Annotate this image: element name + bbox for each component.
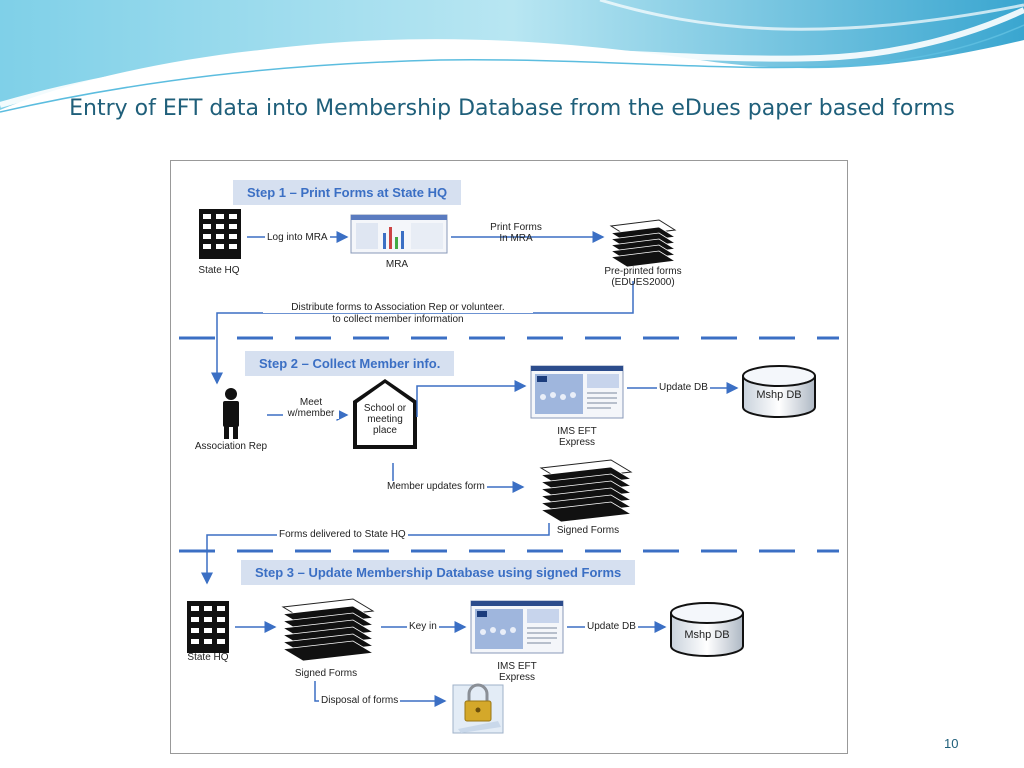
edge-label-update-db: Update DB bbox=[585, 621, 638, 632]
mshp-db-label: Mshp DB bbox=[684, 629, 730, 641]
database-cylinder-icon bbox=[670, 602, 744, 657]
edge-label-print-forms: Print Forms bbox=[490, 222, 542, 233]
page-number: 10 bbox=[944, 736, 959, 751]
building-icon bbox=[187, 601, 229, 653]
house-icon bbox=[353, 379, 417, 449]
arrow-distribute-forms bbox=[211, 281, 634, 385]
mra-label: MRA bbox=[385, 259, 409, 270]
wave-banner bbox=[0, 0, 1024, 113]
padlock-icon bbox=[452, 683, 504, 734]
edge-label-distribute: Distribute forms to Association Rep or v… bbox=[263, 302, 533, 313]
paper-stack-icon bbox=[609, 219, 677, 268]
edues2000-label: (EDUES2000) bbox=[611, 277, 675, 288]
step-1-header: Step 1 – Print Forms at State HQ bbox=[233, 180, 462, 205]
arrow-to-ims-eft bbox=[416, 380, 527, 417]
signed-forms-label: Signed Forms bbox=[556, 525, 620, 536]
mshp-db-label: Mshp DB bbox=[756, 389, 802, 401]
building-icon bbox=[199, 209, 241, 259]
step-3-header: Step 3 – Update Membership Database usin… bbox=[241, 560, 636, 585]
slide-title: Entry of EFT data into Membership Databa… bbox=[69, 96, 955, 121]
ims-eft-label-line2: Express bbox=[558, 437, 596, 448]
edge-label-member-updates: Member updates form bbox=[385, 481, 487, 492]
ims-eft-label-line1: IMS EFT bbox=[497, 661, 537, 672]
edge-label-key-in: Key in bbox=[407, 621, 439, 632]
edge-label-in-mra: In MRA bbox=[499, 233, 533, 244]
arrow-disposal bbox=[314, 681, 447, 707]
state-hq-label: State HQ bbox=[187, 652, 229, 663]
mra-screenshot-thumbnail bbox=[350, 214, 448, 254]
school-label-line3: place bbox=[373, 425, 397, 436]
paper-stack-icon bbox=[539, 459, 633, 523]
edge-label-log-into-mra: Log into MRA bbox=[265, 232, 330, 243]
edge-label-update-db: Update DB bbox=[657, 382, 710, 393]
edge-label-meet: Meet bbox=[299, 397, 323, 408]
school-label-line1: School or bbox=[363, 403, 407, 414]
database-cylinder-icon bbox=[742, 365, 816, 418]
state-hq-label: State HQ bbox=[198, 265, 240, 276]
ims-eft-label-line1: IMS EFT bbox=[557, 426, 597, 437]
process-diagram: Step 1 – Print Forms at State HQ Step 2 … bbox=[170, 160, 848, 754]
step-2-header: Step 2 – Collect Member info. bbox=[245, 351, 455, 376]
ims-eft-screenshot-thumbnail bbox=[530, 365, 624, 419]
edge-label-with-member: w/member bbox=[283, 408, 339, 419]
edge-label-forms-delivered: Forms delivered to State HQ bbox=[277, 529, 408, 540]
ims-eft-screenshot-thumbnail bbox=[470, 600, 564, 654]
edge-label-disposal: Disposal of forms bbox=[319, 695, 401, 706]
association-rep-label: Association Rep bbox=[194, 441, 268, 452]
ims-eft-label-line2: Express bbox=[498, 672, 536, 683]
edge-label-collect-info: to collect member information bbox=[263, 314, 533, 325]
person-icon bbox=[223, 388, 239, 439]
school-label-line2: meeting bbox=[367, 414, 403, 425]
paper-stack-icon bbox=[281, 598, 375, 662]
preprinted-forms-label: Pre-printed forms bbox=[604, 266, 682, 277]
signed-forms-label: Signed Forms bbox=[294, 668, 358, 679]
